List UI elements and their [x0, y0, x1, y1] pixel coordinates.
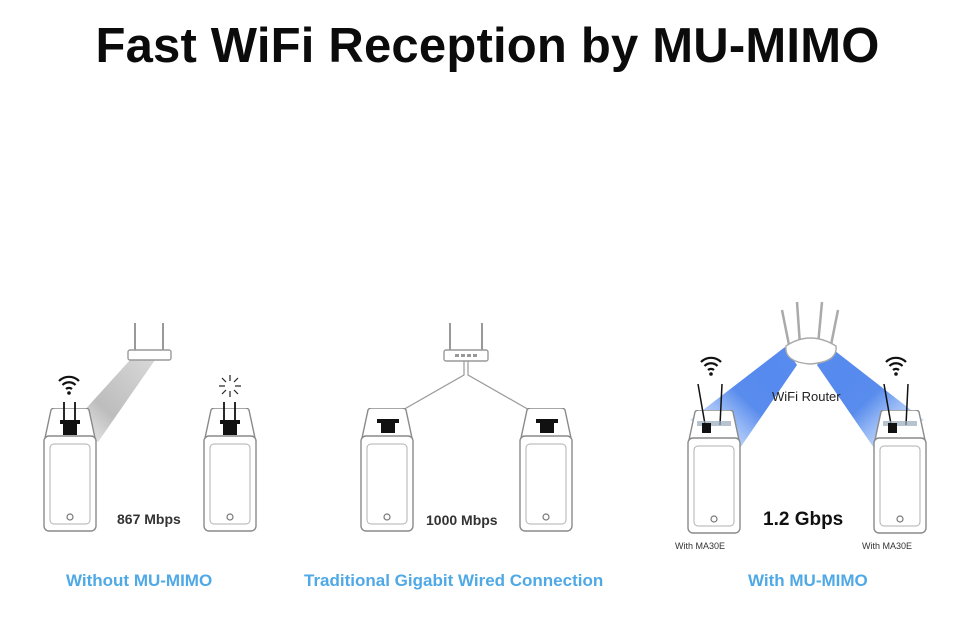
antenna-icon: [60, 402, 80, 435]
wifi-icon: [59, 377, 79, 395]
router-label: WiFi Router: [772, 389, 841, 404]
section-wired: [361, 323, 572, 531]
device-label: With MA30E: [675, 541, 726, 551]
antenna-icon: [220, 402, 240, 435]
page-title: Fast WiFi Reception by MU-MIMO: [95, 19, 880, 73]
speed-label: 867 Mbps: [117, 511, 181, 527]
signal-beam: [72, 360, 155, 442]
adapter-antenna-icon: [697, 383, 917, 433]
section-without-mu-mimo: [44, 323, 256, 531]
no-signal-sparkle-icon: [219, 375, 241, 397]
wifi-icon: [886, 358, 906, 376]
caption-without-mu-mimo: Without MU-MIMO: [66, 571, 213, 590]
router-icon: [127, 323, 172, 361]
caption-with-mu-mimo: With MU-MIMO: [748, 571, 868, 590]
ethernet-port-icon: [377, 419, 558, 433]
caption-wired: Traditional Gigabit Wired Connection: [304, 571, 604, 590]
switch-icon: [443, 323, 489, 362]
powerline-device-icon: [688, 410, 740, 533]
speed-label: 1.2 Gbps: [763, 509, 844, 530]
section-with-mu-mimo: [688, 301, 926, 533]
ethernet-cable: [386, 361, 546, 420]
powerline-device-icon: [874, 410, 926, 533]
wifi-icon: [701, 358, 721, 376]
device-label: With MA30E: [862, 541, 913, 551]
speed-label: 1000 Mbps: [426, 512, 498, 528]
wifi-router-icon: [780, 301, 840, 365]
